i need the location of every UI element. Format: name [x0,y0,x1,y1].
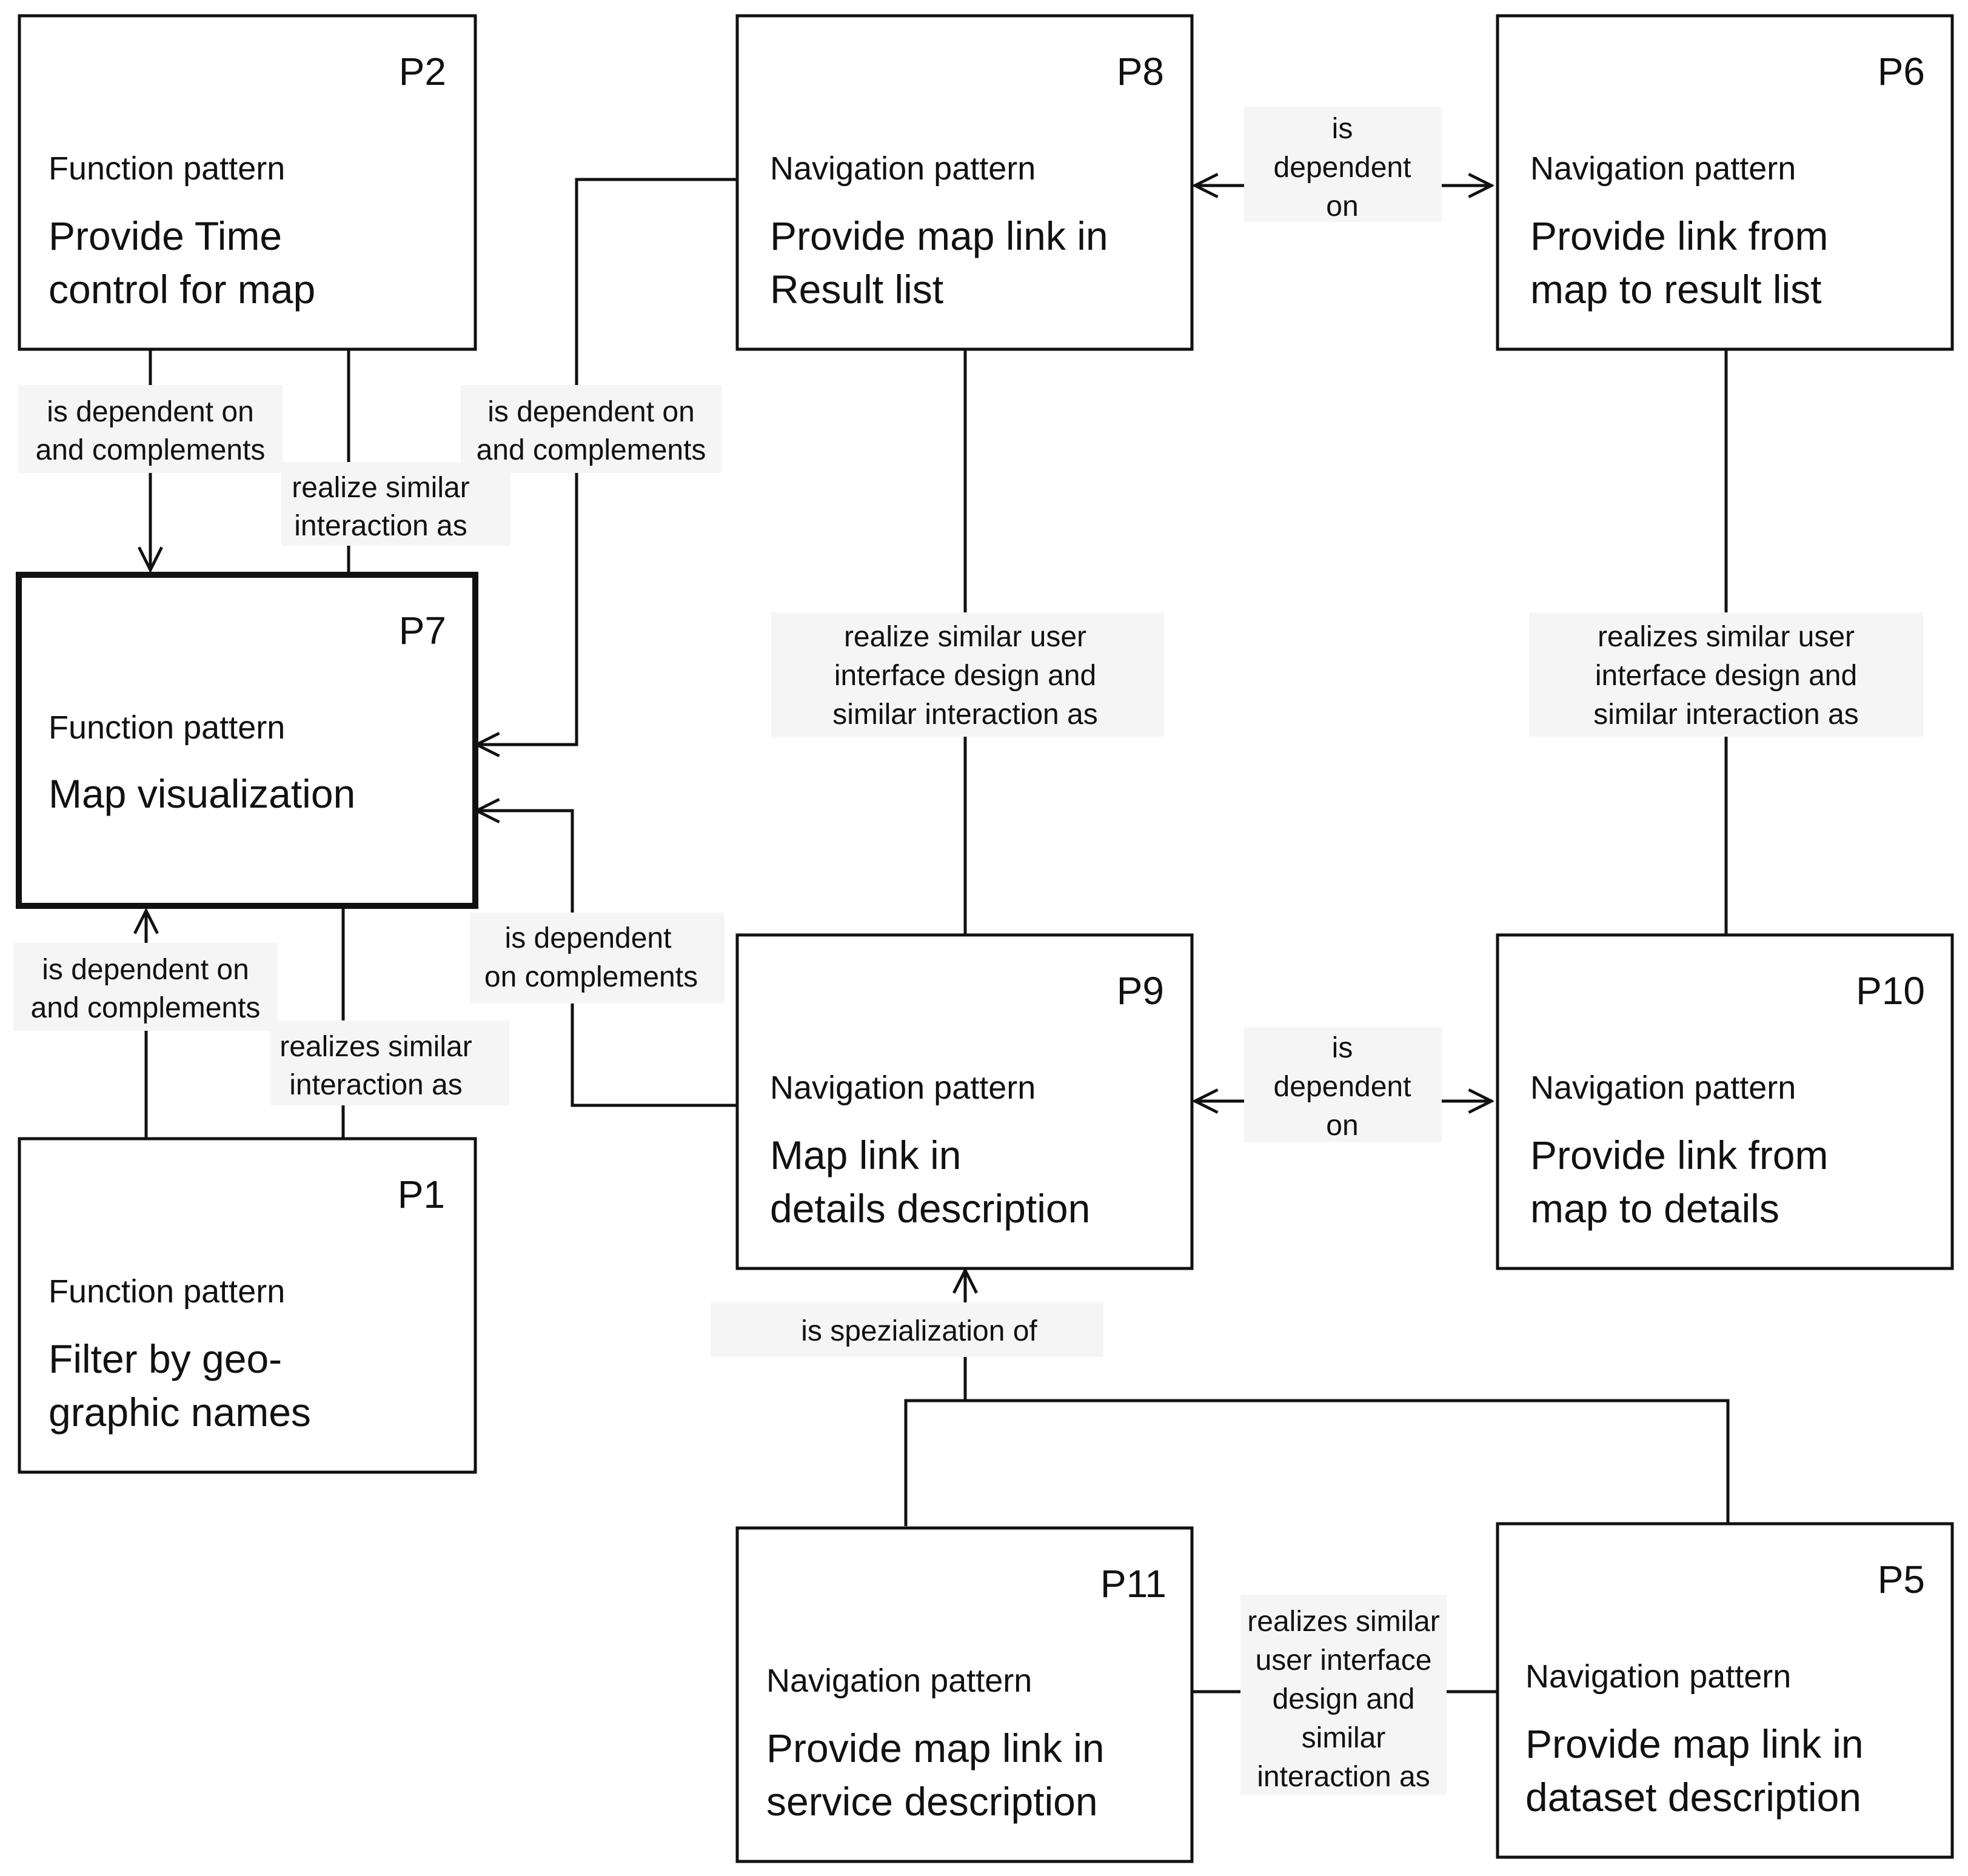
label-line: user interface [1256,1644,1432,1677]
pattern-title: service description [766,1779,1098,1824]
label-p6-p10-similar: realizes similar user interface design a… [1529,612,1923,737]
pattern-id: P2 [399,50,446,93]
label-p1-p7-similar: realizes similar interaction as [270,1020,509,1105]
label-p11-p5-similar: realizes similar user interface design a… [1240,1595,1447,1795]
label-line: realizes similar user [1598,621,1855,653]
label-p9-p10-dependent: is dependent on [1244,1027,1442,1142]
pattern-title: Provide Time [49,213,282,258]
pattern-box-p1: P1 Function pattern Filter by geo- graph… [18,1137,477,1474]
pattern-title: Provide link from [1530,213,1829,258]
label-line: is dependent on [487,396,695,428]
pattern-type: Navigation pattern [766,1663,1032,1699]
pattern-box-p10: P10 Navigation pattern Provide link from… [1496,933,1954,1270]
pattern-type: Navigation pattern [1530,1070,1796,1106]
pattern-box-p2: P2 Function pattern Provide Time control… [18,14,477,351]
label-line: and complements [31,992,261,1024]
label-line: interaction as [289,1069,463,1101]
label-line: interface design and [834,660,1096,692]
label-line: and complements [36,434,266,466]
pattern-type: Navigation pattern [1525,1658,1791,1695]
pattern-title: graphic names [49,1390,311,1435]
label-line: dependent [1274,1071,1411,1103]
edge-p11-specialization [904,1399,1730,1526]
label-line: and complements [477,434,706,466]
pattern-title: dataset description [1525,1775,1861,1820]
label-line: design and [1273,1683,1415,1715]
label-p9-p7-dependent: is dependent on complements [470,913,725,1003]
pattern-box-p8: P8 Navigation pattern Provide map link i… [735,14,1194,351]
pattern-title: control for map [49,267,315,312]
pattern-title: Provide map link in [1525,1721,1864,1766]
label-p8-p9-similar: realize similar user interface design an… [771,612,1164,737]
pattern-type: Navigation pattern [1530,150,1796,187]
pattern-id: P1 [398,1173,445,1216]
pattern-title: map to details [1530,1186,1779,1231]
label-line: interaction as [294,510,467,542]
label-line: is spezialization of [801,1315,1037,1347]
pattern-type: Function pattern [49,150,285,187]
label-p8-p6-dependent: is dependent on [1244,107,1442,223]
label-line: is [1332,1032,1353,1064]
pattern-box-p9: P9 Navigation pattern Map link in detail… [735,933,1194,1270]
pattern-title: map to result list [1530,267,1822,312]
pattern-title: Map link in [770,1133,961,1178]
label-line: is dependent [505,922,672,954]
label-line: interface design and [1595,660,1857,692]
label-line: is [1332,113,1353,145]
label-line: on complements [484,961,698,993]
pattern-title: Provide map link in [766,1726,1105,1770]
label-line: realize similar [292,472,469,504]
pattern-id: P5 [1878,1558,1925,1601]
label-p1-p7-dependent: is dependent on and complements [13,943,278,1031]
label-line: similar [1302,1722,1386,1754]
label-line: is dependent on [42,954,249,986]
label-line: is dependent on [47,396,254,428]
label-line: on [1326,1110,1358,1142]
label-line: similar interaction as [1593,698,1858,731]
label-line: realizes similar [1247,1606,1439,1638]
pattern-type: Navigation pattern [770,150,1036,187]
label-line: realizes similar [279,1031,472,1063]
pattern-box-p11: P11 Navigation pattern Provide map link … [735,1526,1194,1863]
pattern-id: P8 [1117,50,1164,93]
pattern-type: Function pattern [49,709,285,746]
pattern-boxes: P2 Function pattern Provide Time control… [16,14,1954,1863]
pattern-title: Map visualization [49,771,355,816]
pattern-title: Provide map link in [770,213,1108,258]
edge-labels: is dependent on and complements realize … [13,107,1923,1795]
label-line: on [1326,190,1358,223]
label-specialization: is spezialization of [711,1302,1103,1357]
pattern-id: P7 [399,609,446,652]
label-p2-p7-similar: realize similar interaction as [281,462,510,546]
pattern-title: Provide link from [1530,1133,1829,1178]
pattern-id: P6 [1878,50,1925,93]
pattern-type: Function pattern [49,1273,285,1310]
label-line: similar interaction as [832,698,1097,731]
pattern-id: P9 [1117,969,1164,1013]
label-line: realize similar user [844,621,1086,653]
label-line: interaction as [1257,1761,1430,1793]
pattern-box-p7: P7 Function pattern Map visualization [16,572,478,909]
pattern-id: P10 [1856,969,1925,1013]
label-line: dependent [1274,152,1411,184]
pattern-title: details description [770,1186,1090,1231]
pattern-title: Result list [770,267,943,312]
label-p2-p7-dependent: is dependent on and complements [18,385,283,473]
pattern-box-p6: P6 Navigation pattern Provide link from … [1496,14,1954,351]
pattern-title: Filter by geo- [49,1336,282,1381]
pattern-box-p5: P5 Navigation pattern Provide map link i… [1496,1522,1954,1859]
pattern-id: P11 [1100,1562,1166,1606]
pattern-type: Navigation pattern [770,1070,1036,1106]
label-p8-p7-dependent: is dependent on and complements [461,385,721,473]
